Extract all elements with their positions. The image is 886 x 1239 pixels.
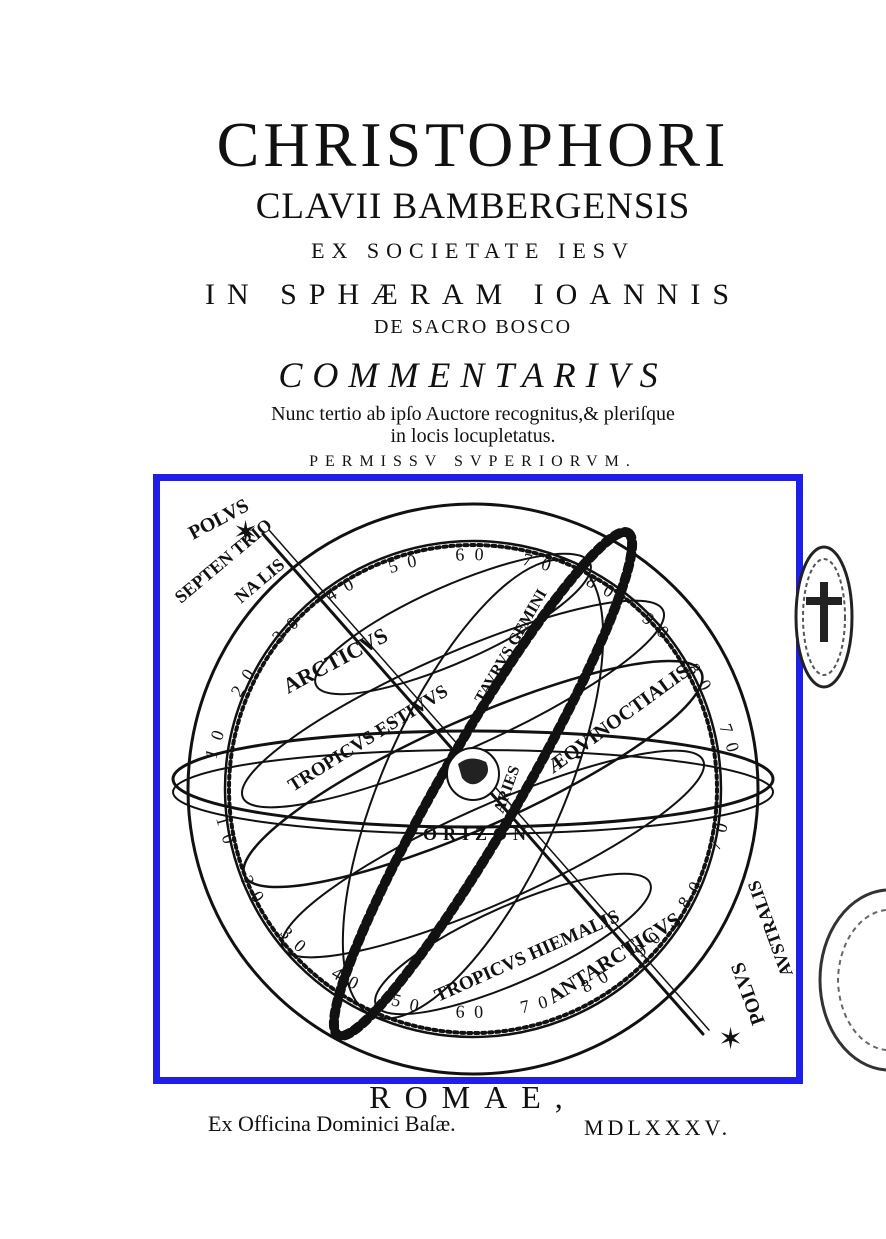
meridian-ring-hatch	[227, 543, 719, 1035]
library-seal-top	[764, 542, 854, 692]
tropic-of-capricorn	[280, 749, 706, 959]
armillary-sphere-illustration: ✶ ✶ 10 20 30 40 50 60 70 80 90 80 70 60 …	[153, 474, 797, 1076]
degree-label: 60	[153, 474, 163, 478]
degree-label: 80	[674, 869, 711, 911]
title-commentarius: COMMENTARIVS	[278, 355, 668, 395]
degree-label: 40	[153, 474, 163, 478]
degree-label: 10	[212, 814, 243, 856]
degree-label: 20	[153, 474, 163, 478]
title-society: EX SOCIETATE IESV	[311, 238, 635, 263]
degree-label: 30	[153, 474, 163, 478]
degree-label: 60	[455, 1001, 493, 1022]
north-pole-star-icon: ✶	[233, 515, 258, 550]
degree-label: 40	[322, 569, 365, 605]
degree-label: 50	[153, 474, 163, 478]
degree-label: 50	[386, 548, 428, 577]
degree-label: 30	[153, 474, 163, 478]
title-author-surname: CLAVII BAMBERGENSIS	[255, 186, 691, 227]
partial-stamp-icon	[818, 888, 886, 1072]
title-permission: PERMISSV SVPERIORVM.	[309, 453, 637, 470]
meridian-ring-inner	[223, 539, 723, 1039]
title-edition-note-2: in locis locupletatus.	[390, 425, 556, 447]
degree-label: 60	[455, 544, 494, 565]
south-pole-star-icon: ✶	[718, 1022, 743, 1057]
equator	[242, 659, 704, 889]
degree-label: 10	[153, 474, 163, 478]
title-author-given-name: CHRISTOPHORI	[216, 109, 730, 180]
degree-label: 20	[227, 657, 265, 700]
degree-label: 40	[153, 474, 163, 478]
south-pole-label-2: AVSTRALIS	[744, 878, 797, 979]
degree-label: 20	[153, 474, 163, 478]
degree-label: 60	[153, 474, 163, 478]
colure	[341, 558, 605, 1020]
degree-label: 10	[153, 474, 163, 478]
title-work: IN SPHÆRAM IOANNIS	[204, 278, 742, 311]
horizon-label: ORIZON	[423, 824, 532, 844]
imprint-printer: Ex Officina Dominici Baſæ.	[208, 1111, 456, 1136]
imprint-year: MDLXXXV.	[584, 1115, 732, 1140]
degree-label: 50	[153, 474, 163, 478]
library-seal-icon	[794, 545, 854, 689]
degree-label: 80	[583, 571, 626, 607]
meridian-ring-outer	[186, 502, 760, 1076]
library-seal-bottom	[790, 880, 886, 1080]
title-edition-note: Nunc tertio ab ipſo Auctore recognitus,&…	[271, 403, 675, 425]
earth-landmass	[458, 758, 488, 785]
imprint-city: ROMAE,	[369, 1079, 577, 1115]
south-pole-label: POLVS	[727, 959, 770, 1027]
title-work-author: DE SACRO BOSCO	[373, 316, 573, 338]
armillary-sphere-figure: ✶ ✶ 10 20 30 40 50 60 70 80 90 80 70 60 …	[153, 474, 803, 1084]
